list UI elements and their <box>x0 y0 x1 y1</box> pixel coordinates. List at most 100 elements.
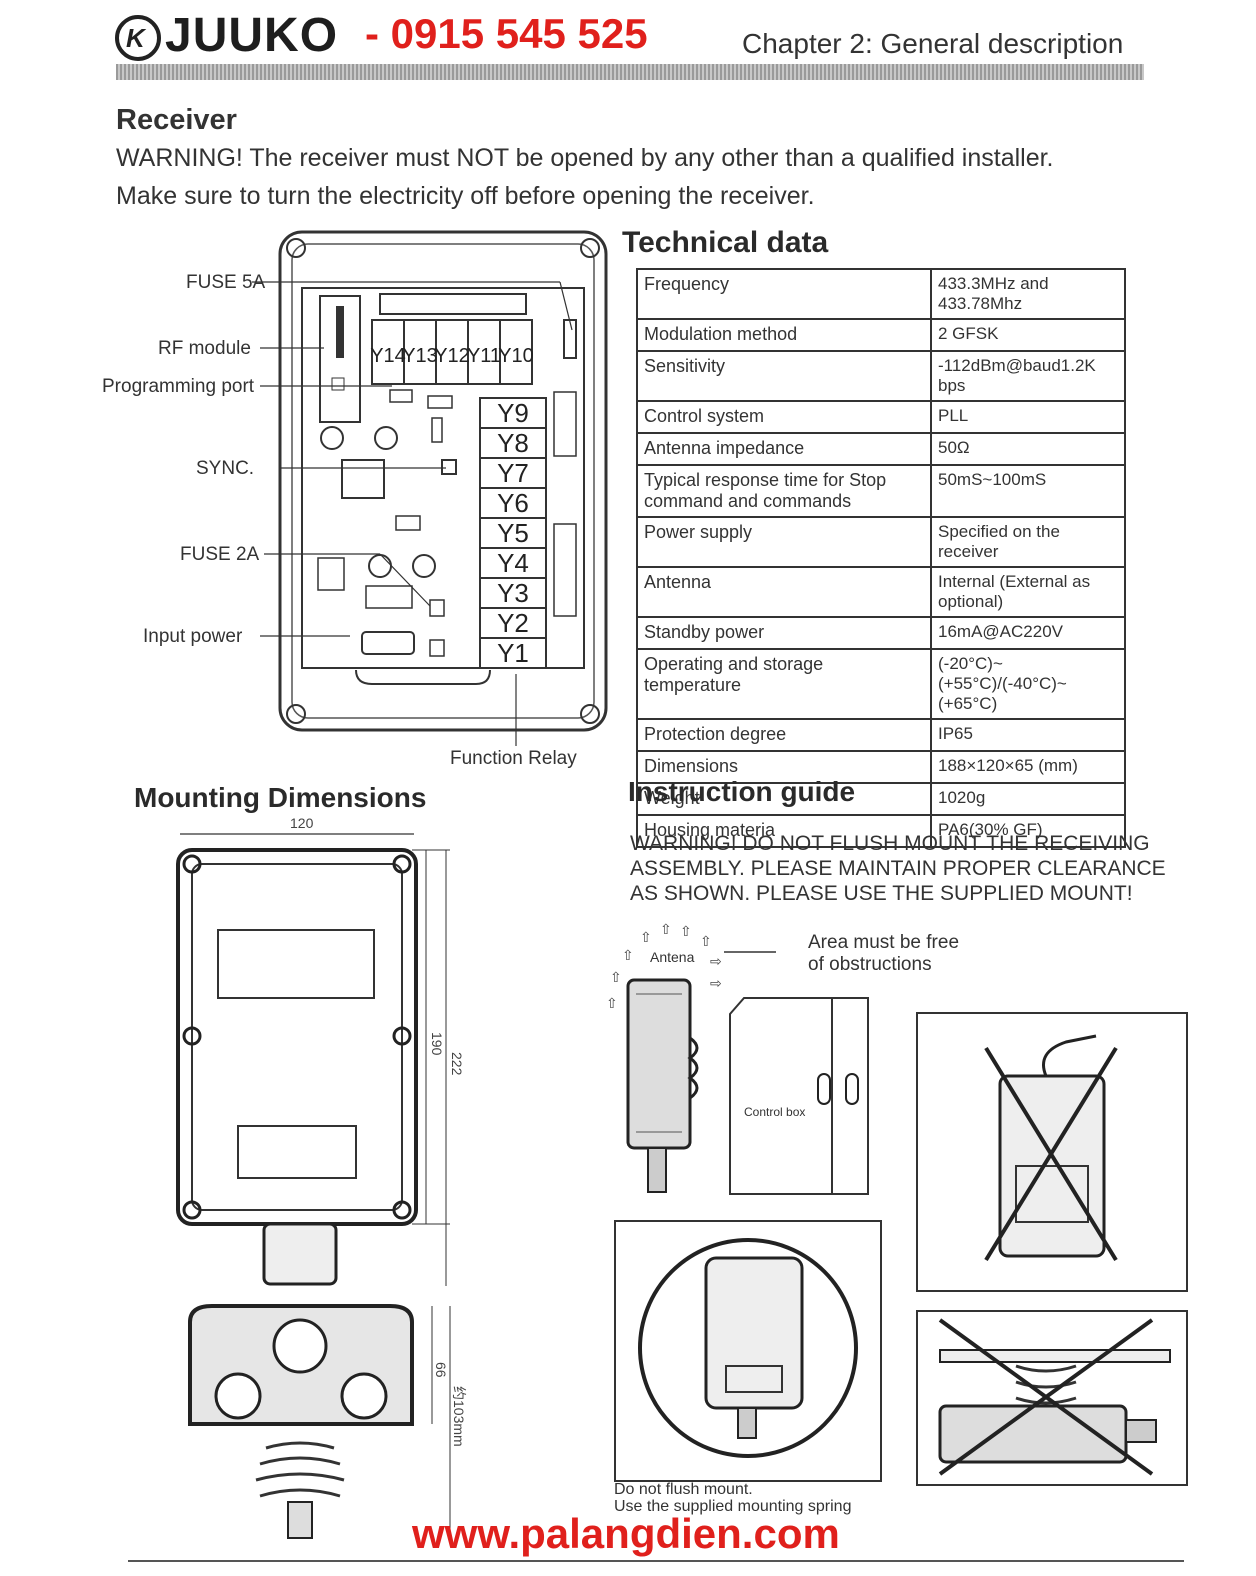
spec-value: PA6(30% GF) <box>930 814 1126 848</box>
receiver-heading: Receiver <box>116 104 237 136</box>
antenna-clearance-illustration: ⇧⇧⇧ ⇧⇧⇧ ⇧⇨⇨ Antena Control box <box>606 921 869 1195</box>
spec-value: 1020g <box>930 782 1126 816</box>
relay-label: Y13 <box>402 345 438 367</box>
svg-text:⇧: ⇧ <box>640 929 652 945</box>
svg-text:⇧: ⇧ <box>660 921 672 937</box>
relay-label: Y5 <box>497 518 529 548</box>
technical-data-heading: Technical data <box>622 226 829 259</box>
relay-label: Y2 <box>497 608 529 638</box>
caption-line-2: Use the supplied mounting spring <box>614 1498 852 1515</box>
relay-label: Y9 <box>497 398 529 428</box>
spec-value: IP65 <box>930 718 1126 752</box>
spec-key: Power supply <box>636 516 932 568</box>
area-free-line-2: of obstructions <box>808 954 932 975</box>
instruction-guide-heading: Instruction guide <box>628 776 856 807</box>
dim-depth: 66 <box>433 1362 449 1378</box>
input-power-label: Input power <box>143 626 243 647</box>
relay-label: Y14 <box>370 345 406 367</box>
relay-label: Y11 <box>467 345 501 367</box>
svg-text:⇨: ⇨ <box>710 975 722 991</box>
function-relay-label: Function Relay <box>450 748 577 769</box>
spec-value: Specified on the receiver <box>930 516 1126 568</box>
relay-label: Y8 <box>497 428 529 458</box>
spec-key: Antenna impedance <box>636 432 932 466</box>
relay-label: Y3 <box>497 578 529 608</box>
receiver-warning-line-2: Make sure to turn the electricity off be… <box>116 182 815 210</box>
svg-text:⇧: ⇧ <box>610 969 622 985</box>
svg-text:⇧: ⇧ <box>680 923 692 939</box>
control-box-label: Control box <box>744 1105 805 1119</box>
dim-inner: 190 <box>429 1032 445 1056</box>
relay-label: Y12 <box>434 345 470 367</box>
guide-warning-line-1: WARNING! DO NOT FLUSH MOUNT THE RECEIVIN… <box>630 832 1150 855</box>
brand-name: JUUKO <box>165 9 339 62</box>
website-url[interactable]: www.palangdien.com <box>412 1510 840 1557</box>
fuse-5a-label: FUSE 5A <box>186 272 266 293</box>
relay-label: Y6 <box>497 488 529 518</box>
spec-key: Protection degree <box>636 718 932 752</box>
header-rule <box>116 64 1144 80</box>
footer-rule <box>128 1560 1184 1562</box>
guide-warning-line-3: AS SHOWN. PLEASE USE THE SUPPLIED MOUNT! <box>630 882 1133 905</box>
spec-value: 50mS~100mS <box>930 464 1126 518</box>
spec-row: Sensitivity-112dBm@baud1.2K bps <box>636 350 1126 402</box>
spec-value: 2 GFSK <box>930 318 1126 352</box>
spec-value: 16mA@AC220V <box>930 616 1126 650</box>
sync-label: SYNC. <box>196 458 255 479</box>
spec-value: -112dBm@baud1.2K bps <box>930 350 1126 402</box>
spec-row: Operating and storage temperature(-20°C)… <box>636 648 1126 720</box>
programming-port-label: Programming port <box>102 376 255 397</box>
spec-key: Weight <box>636 782 932 816</box>
spec-value: (-20°C)~(+55°C)/(-40°C)~(+65°C) <box>930 648 1126 720</box>
spec-value: 50Ω <box>930 432 1126 466</box>
dim-outer: 222 <box>449 1052 465 1076</box>
juuko-logo-icon: K <box>115 15 161 61</box>
guide-warning-line-2: ASSEMBLY. PLEASE MAINTAIN PROPER CLEARAN… <box>630 857 1166 880</box>
mounting-dimensions-drawing: 120 190 222 66 约103mm <box>176 815 467 1539</box>
mounting-dimensions-heading: Mounting Dimensions <box>134 782 427 813</box>
relay-label: Y10 <box>498 345 534 367</box>
fuse-2a-label: FUSE 2A <box>180 544 260 565</box>
spec-value: 433.3MHz and 433.78Mhz <box>930 268 1126 320</box>
svg-text:⇧: ⇧ <box>606 995 618 1011</box>
caption-line-1: Do not flush mount. <box>614 1481 753 1498</box>
relay-label: Y4 <box>497 548 529 578</box>
spec-key: Sensitivity <box>636 350 932 402</box>
chapter-title: Chapter 2: General description <box>742 28 1124 59</box>
spec-key: Operating and storage temperature <box>636 648 932 720</box>
svg-text:⇧: ⇧ <box>622 947 634 963</box>
relay-label: Y1 <box>497 638 529 668</box>
spec-key: Housing materia <box>636 814 932 848</box>
rf-module-label: RF module <box>158 338 251 359</box>
callout-lines <box>252 281 573 746</box>
phone-number: - 0915 545 525 <box>365 10 648 57</box>
spec-row: Typical response time for Stop command a… <box>636 464 1126 518</box>
spec-key: Dimensions <box>636 750 932 784</box>
spec-key: Typical response time for Stop command a… <box>636 464 932 518</box>
spec-value: 188×120×65 (mm) <box>930 750 1126 784</box>
receiver-warning-line-1: WARNING! The receiver must NOT be opened… <box>116 144 1054 172</box>
incorrect-mount-illustration-2 <box>916 1310 1188 1486</box>
svg-text:⇨: ⇨ <box>710 953 722 969</box>
spec-key: Control system <box>636 400 932 434</box>
dim-height: 约103mm <box>451 1386 467 1447</box>
dim-width: 120 <box>290 815 314 831</box>
svg-text:⇧: ⇧ <box>700 933 712 949</box>
spec-value: Internal (External as optional) <box>930 566 1126 618</box>
receiver-board-diagram: Y14 Y13 Y12 Y11 Y10 Y9 Y8 Y7 Y6 Y5 Y4 Y3… <box>278 230 608 732</box>
spec-key: Frequency <box>636 268 932 320</box>
spec-key: Standby power <box>636 616 932 650</box>
spec-value: PLL <box>930 400 1126 434</box>
relay-label: Y7 <box>497 458 529 488</box>
svg-text:K: K <box>126 23 147 53</box>
